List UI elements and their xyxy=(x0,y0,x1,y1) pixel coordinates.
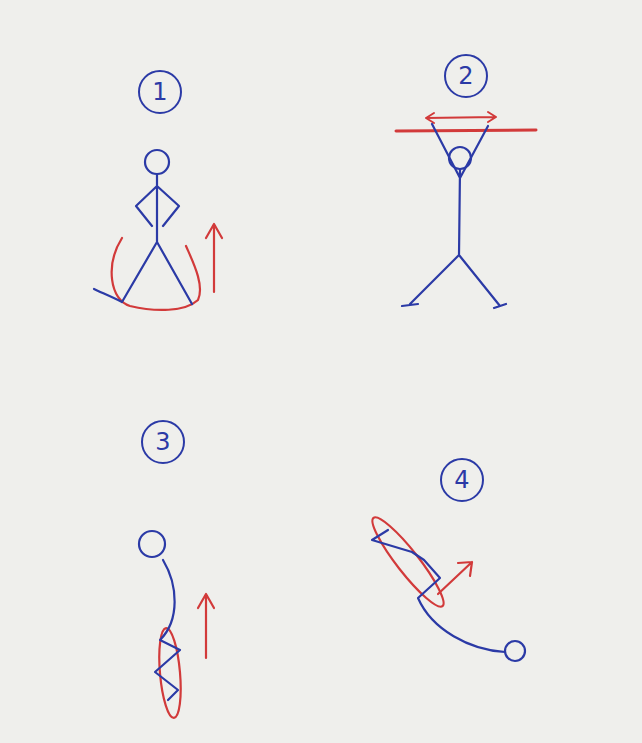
figure-4 xyxy=(365,511,525,661)
callout-number: 2 xyxy=(458,64,473,88)
callout-number: 1 xyxy=(152,80,167,104)
number-circle: 2 xyxy=(444,54,488,98)
number-circle: 3 xyxy=(141,420,185,464)
callout-number: 4 xyxy=(454,468,469,492)
number-circle: 1 xyxy=(138,70,182,114)
figure-3 xyxy=(139,531,214,719)
figure-2 xyxy=(396,112,536,308)
callout-number: 3 xyxy=(155,430,170,454)
number-circle: 4 xyxy=(440,458,484,502)
figure-1 xyxy=(94,150,222,310)
